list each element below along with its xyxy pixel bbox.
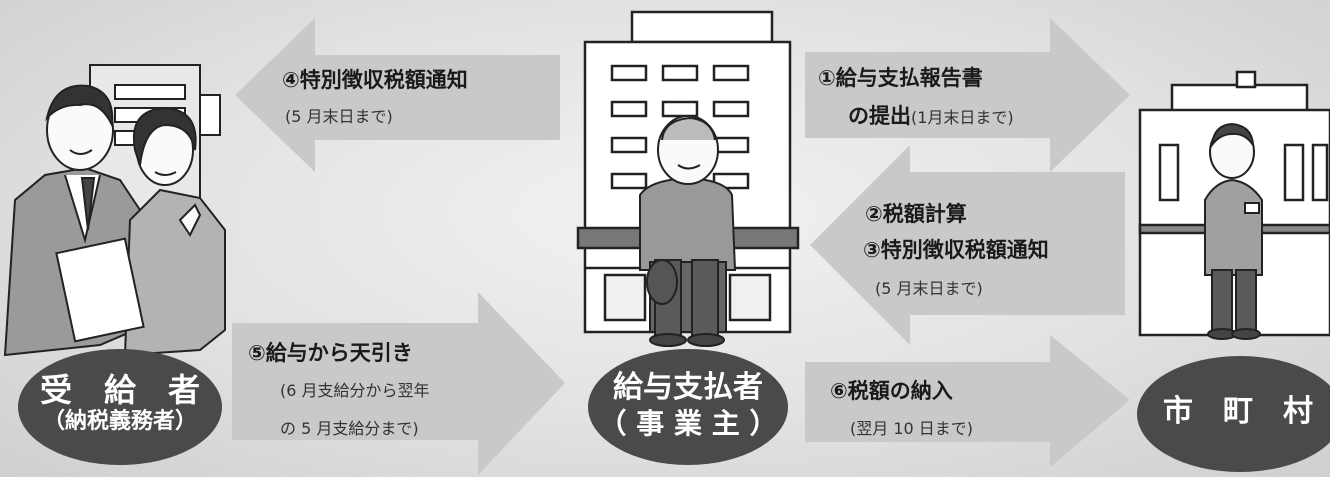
arrow-step6-right: [805, 335, 1130, 467]
step1-title-line1: ①給与支払報告書: [818, 66, 983, 90]
arrow-step5-right: [232, 292, 565, 475]
step6-title: ⑥税額の納入: [830, 379, 953, 403]
arrow-step4-left: [235, 18, 560, 172]
step5-title: ⑤給与から天引き: [248, 341, 413, 365]
step2-title: ②税額計算: [865, 202, 967, 226]
municipality-oval: [1137, 356, 1330, 472]
step5-note-line2: の 5 月支給分まで): [280, 419, 419, 438]
step5-note-line1: (6 月支給分から翌年: [280, 381, 430, 400]
step4-note: (5 月末日まで): [285, 107, 393, 126]
step6-note: (翌月 10 日まで): [850, 419, 974, 438]
recipient-oval: [18, 349, 222, 465]
arrow-step2-3-left: [810, 145, 1125, 345]
employer-label-line1: 給与支払者: [613, 370, 763, 405]
step1-note: (1月末日まで): [911, 108, 1014, 127]
employer-label-line2: （ 事 業 主 ）: [598, 407, 778, 440]
recipient-label: 受 給 者 （納税義務者）: [20, 372, 220, 436]
employer-oval: [588, 349, 788, 465]
step1-title-line2: の提出: [848, 104, 911, 128]
step3-note: (5 月末日まで): [875, 279, 983, 298]
employer-person-illustration: [639, 115, 737, 347]
arrow-step1-right: [805, 18, 1130, 172]
municipality-label: 市 町 村: [1138, 392, 1330, 432]
municipality-label-line1: 市 町 村: [1163, 394, 1313, 429]
recipient-couple-illustration: [3, 84, 226, 357]
step1-title-line2-wrap: の提出(1月末日まで): [848, 100, 1014, 130]
step4-title: ④特別徴収税額通知: [282, 68, 468, 92]
employer-label: 給与支払者 （ 事 業 主 ）: [588, 370, 788, 442]
recipient-label-line1: 受 給 者: [39, 371, 200, 409]
step3-title: ③特別徴収税額通知: [863, 238, 1049, 262]
municipality-official-illustration: [1204, 122, 1263, 340]
recipient-label-line2: （納税義務者）: [42, 409, 197, 434]
